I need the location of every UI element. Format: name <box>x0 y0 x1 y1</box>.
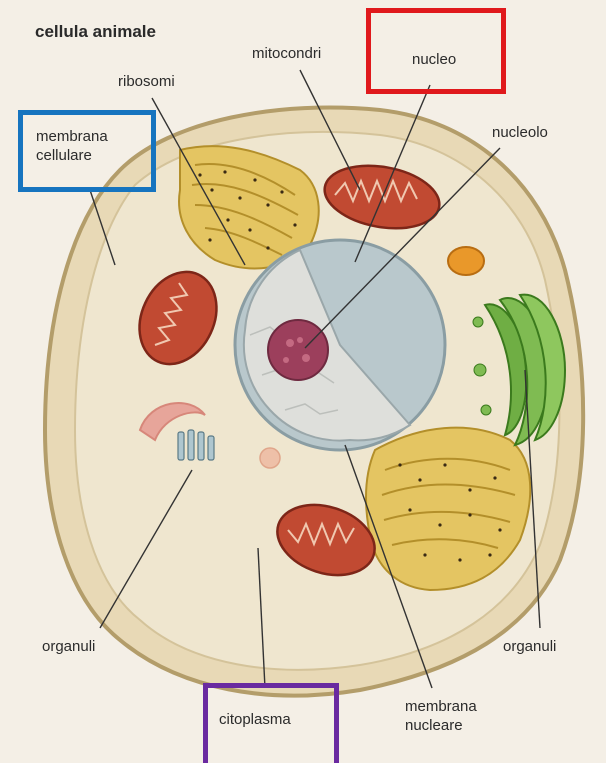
highlight-box-membrana-cellulare <box>18 110 156 192</box>
vesicle-small <box>260 448 280 468</box>
label-mitocondri: mitocondri <box>252 44 321 63</box>
label-nucleolo: nucleolo <box>492 123 548 142</box>
label-organuli-left: organuli <box>42 637 95 656</box>
highlight-box-nucleo <box>366 8 506 94</box>
highlight-box-citoplasma <box>203 683 339 763</box>
label-membrana-nucleare: membrana nucleare <box>405 697 477 735</box>
vesicle-orange <box>448 247 484 275</box>
label-organuli-right: organuli <box>503 637 556 656</box>
diagram-title: cellula animale <box>35 22 156 41</box>
label-ribosomi: ribosomi <box>118 72 175 91</box>
nucleus <box>235 240 445 450</box>
nucleolus <box>268 320 328 380</box>
